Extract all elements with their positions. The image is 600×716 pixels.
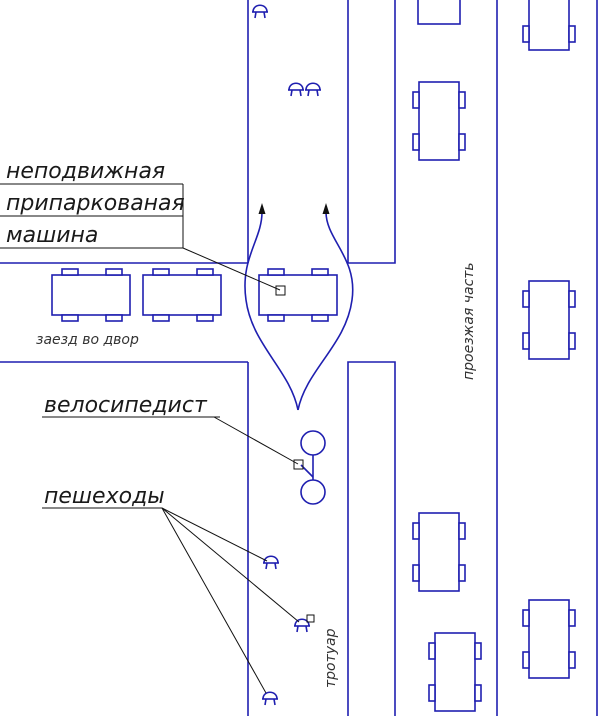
stationary-car-label-block: неподвижная припаркованая машина <box>0 159 281 291</box>
arrow-up-left-icon <box>258 203 266 214</box>
car-driveway-2 <box>142 268 222 322</box>
pedestrians-label-block: пешеходы <box>42 484 300 694</box>
car-driveway-1 <box>51 268 131 322</box>
car-stationary <box>258 268 338 322</box>
car-lane2-c <box>522 599 576 679</box>
pedestrian-icon <box>288 82 304 97</box>
path-left-curve <box>244 211 299 411</box>
leader-line-stationary <box>182 247 281 291</box>
leader-line-pedestrian-1 <box>161 507 268 562</box>
label-carriageway: проезжая часть <box>461 262 477 380</box>
pedestrian-icon <box>252 4 268 19</box>
car-lane1-b <box>412 512 466 592</box>
pedestrian-icon <box>305 82 321 97</box>
car-lane1-a <box>412 81 466 161</box>
label-stationary-line1: неподвижная <box>6 159 165 184</box>
car-lane1-c <box>428 632 482 712</box>
cyclist-label-block: велосипедист <box>42 393 299 465</box>
stationary-car-marker <box>275 285 286 296</box>
pedestrian-icon <box>294 614 315 633</box>
label-driveway: заезд во двор <box>36 332 139 348</box>
label-sidewalk: тротуар <box>323 628 339 688</box>
arrow-up-right-icon <box>322 203 330 214</box>
car-lane1-top <box>417 0 461 25</box>
car-lane2-b <box>522 280 576 360</box>
cyclist-marker <box>293 459 304 470</box>
pedestrian-icon <box>263 555 279 570</box>
label-stationary-line2: припаркованая <box>6 191 185 216</box>
car-lane2-a <box>522 0 576 51</box>
bicycle-icon <box>293 430 326 505</box>
median-upper <box>347 0 396 264</box>
pedestrian-icon <box>262 691 278 706</box>
label-stationary-line3: машина <box>6 223 98 248</box>
vehicle-path <box>244 203 354 411</box>
leader-line-pedestrian-2 <box>161 507 300 623</box>
leader-line-cyclist <box>213 416 299 465</box>
median-lower <box>347 361 396 716</box>
leader-line-pedestrian-3 <box>161 507 267 694</box>
path-right-curve <box>297 211 354 411</box>
label-pedestrians: пешеходы <box>44 484 165 509</box>
label-cyclist: велосипедист <box>44 393 208 418</box>
